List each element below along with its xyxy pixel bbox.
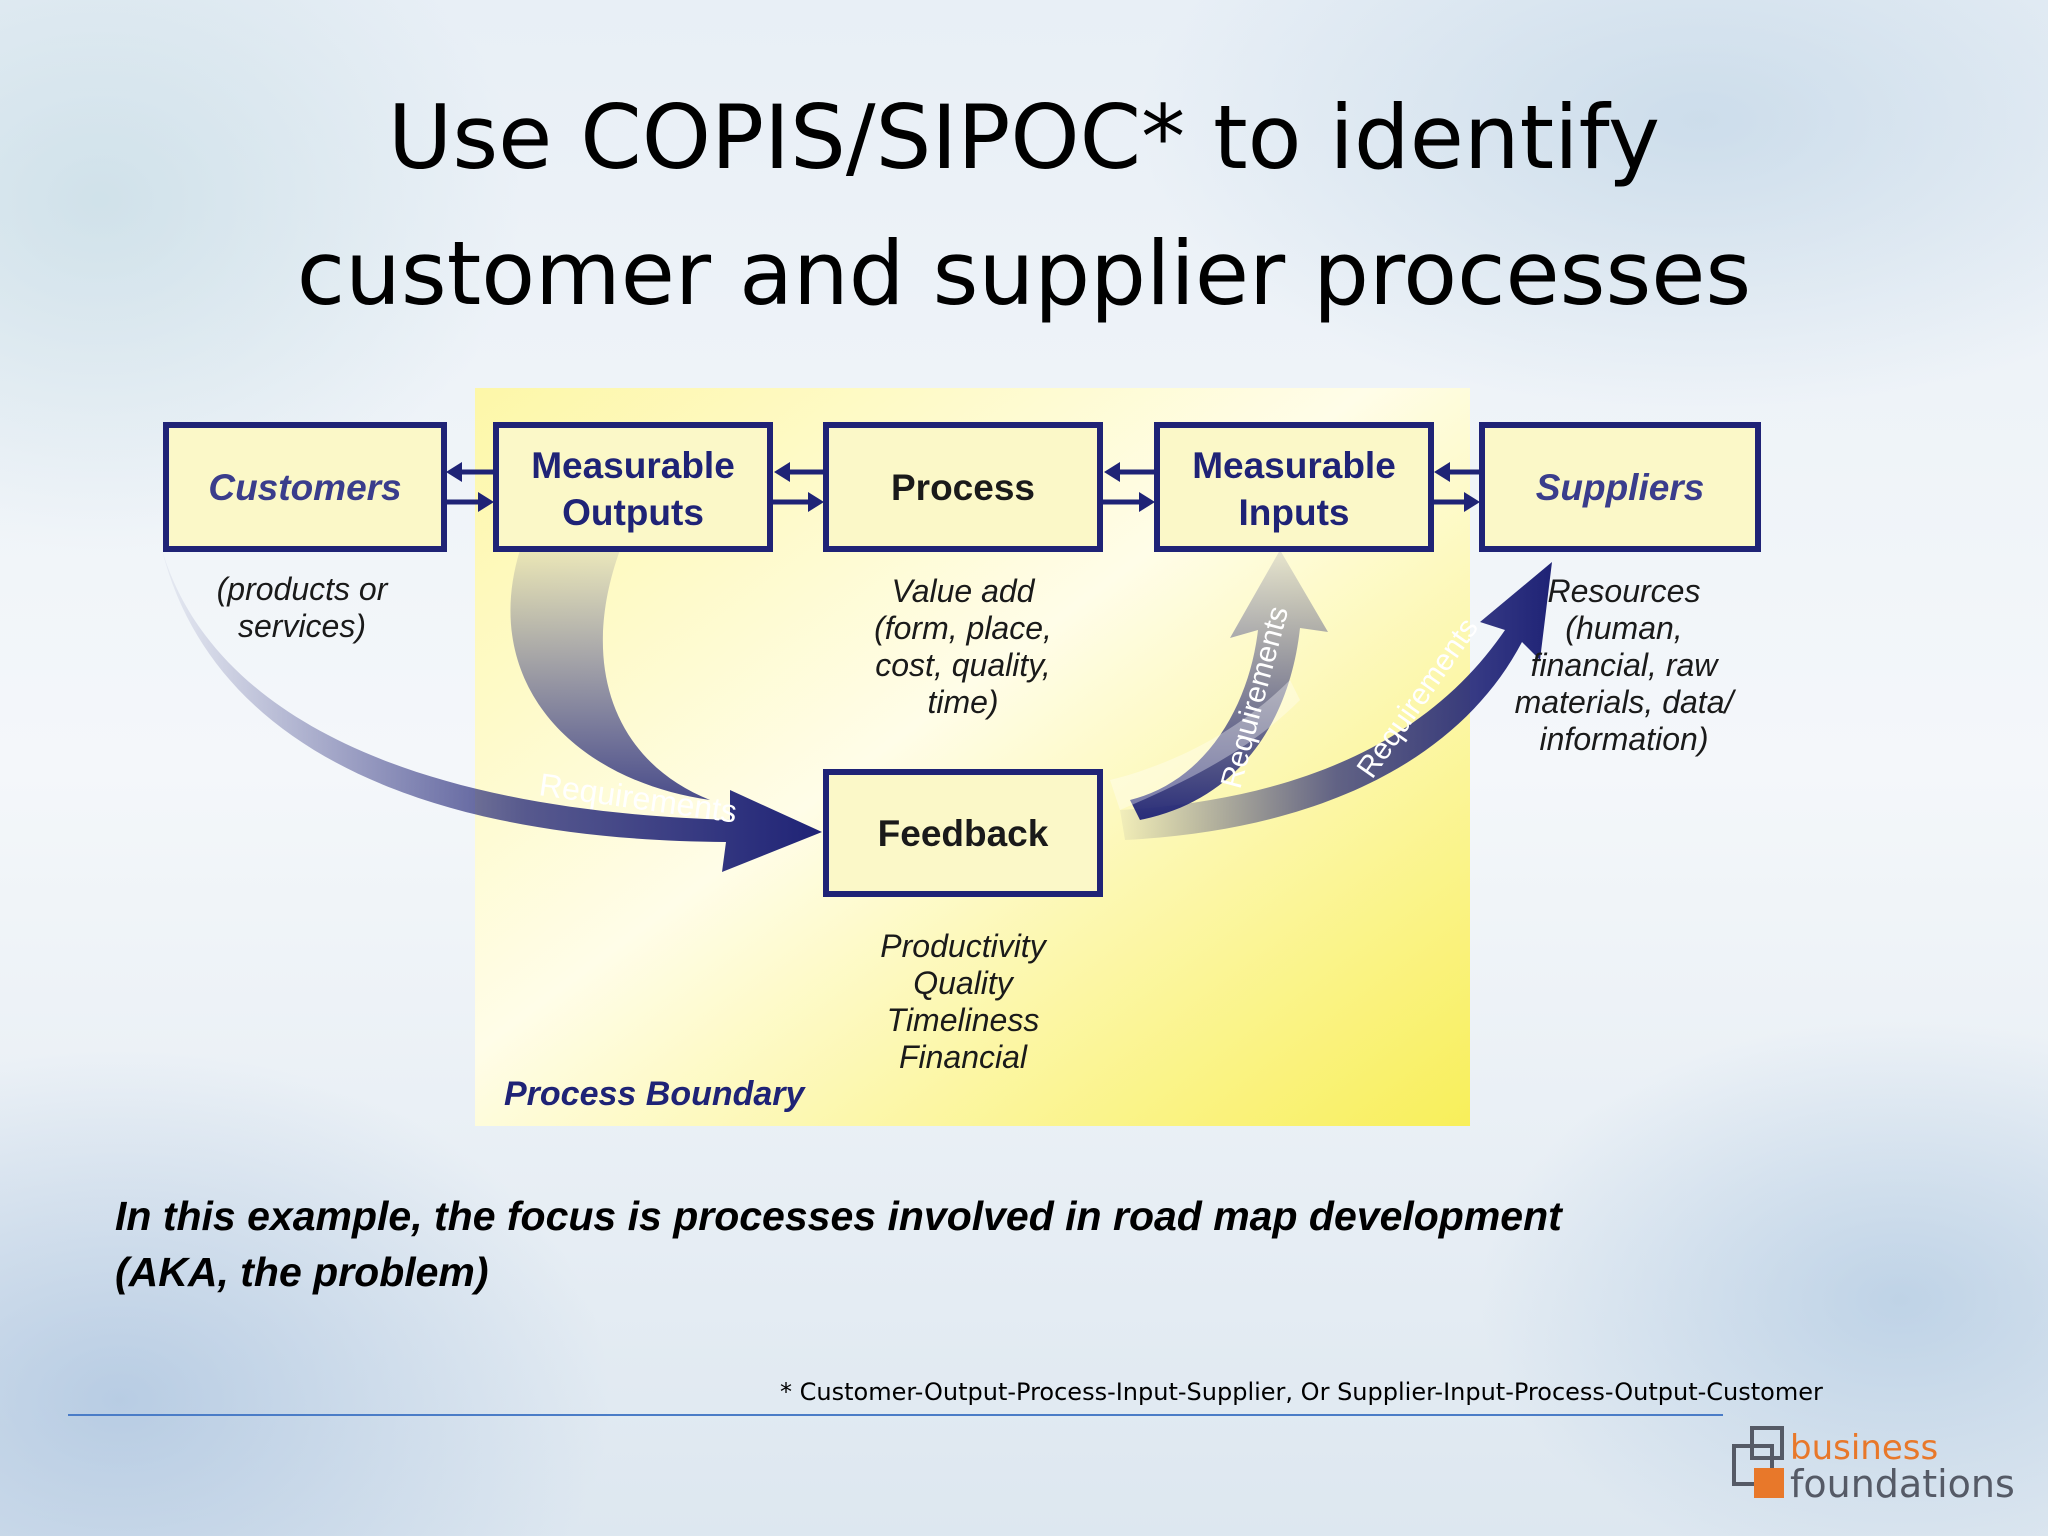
logo-squares-icon	[1732, 1426, 1784, 1498]
customers-note: (products or services)	[217, 571, 389, 644]
svg-text:(products or: (products or	[217, 571, 389, 607]
svg-text:cost, quality,: cost, quality,	[875, 647, 1050, 683]
suppliers-note: Resources (human, financial, raw materia…	[1515, 573, 1737, 757]
suppliers-box: Suppliers	[1479, 422, 1761, 552]
svg-text:time): time)	[927, 684, 998, 720]
arrow-pair-3	[1103, 462, 1155, 512]
requirements-arrow-suppliers	[1120, 562, 1552, 840]
sipoc-diagram: Process Boundary Requirements Requiremen…	[162, 388, 1761, 1126]
svg-text:services): services)	[238, 608, 366, 644]
svg-text:Resources: Resources	[1548, 573, 1701, 609]
requirements-arrow-inputs	[1130, 550, 1328, 820]
svg-text:(form, place,: (form, place,	[874, 610, 1052, 646]
svg-text:Financial: Financial	[899, 1039, 1028, 1075]
svg-text:Productivity: Productivity	[880, 928, 1047, 964]
slide-title: Use COPIS/SIPOC* to identify customer an…	[0, 70, 2048, 342]
requirements-arrow-left	[162, 550, 822, 872]
outputs-label-line2: Outputs	[562, 492, 704, 533]
footer-divider	[68, 1414, 1723, 1416]
caption-line-2: (AKA, the problem)	[115, 1249, 489, 1295]
business-foundations-logo: business foundations	[1728, 1420, 2028, 1520]
outputs-label-line1: Measurable	[531, 445, 735, 486]
svg-text:financial, raw: financial, raw	[1531, 647, 1720, 683]
inputs-label-line1: Measurable	[1192, 445, 1396, 486]
logo-text-bottom: foundations	[1790, 1462, 2015, 1506]
logo-text-top: business	[1790, 1428, 1939, 1468]
svg-text:materials, data/: materials, data/	[1515, 684, 1737, 720]
arrow-pair-4	[1434, 462, 1480, 512]
feedback-note: Productivity Quality Timeliness Financia…	[880, 928, 1047, 1075]
feedback-swoosh-left	[510, 550, 710, 800]
process-label: Process	[891, 467, 1035, 508]
svg-text:information): information)	[1540, 721, 1709, 757]
suppliers-label: Suppliers	[1536, 467, 1705, 508]
title-line-2: customer and supplier processes	[296, 222, 1752, 325]
feedback-label: Feedback	[878, 813, 1049, 854]
arrow-pair-1	[446, 462, 494, 512]
arrow-pair-2	[773, 462, 824, 512]
svg-text:(human,: (human,	[1565, 610, 1682, 646]
connector-arrows	[446, 462, 1480, 512]
process-note: Value add (form, place, cost, quality, t…	[874, 573, 1052, 720]
title-line-1: Use COPIS/SIPOC* to identify	[387, 86, 1661, 189]
customers-box: Customers	[163, 422, 447, 552]
process-boundary-label: Process Boundary	[504, 1075, 807, 1113]
customers-label: Customers	[208, 467, 401, 508]
caption: In this example, the focus is processes …	[115, 1188, 1815, 1300]
feedback-box: Feedback	[823, 769, 1103, 897]
inputs-label-line2: Inputs	[1239, 492, 1350, 533]
svg-text:Value add: Value add	[892, 573, 1036, 609]
measurable-inputs-box: Measurable Inputs	[1154, 422, 1434, 552]
svg-text:Quality: Quality	[913, 965, 1015, 1001]
feedback-swoosh-right	[1110, 680, 1300, 810]
caption-line-1: In this example, the focus is processes …	[115, 1193, 1562, 1239]
footnote: * Customer-Output-Process-Input-Supplier…	[780, 1378, 1823, 1406]
svg-text:Timeliness: Timeliness	[887, 1002, 1040, 1038]
process-box: Process	[823, 422, 1103, 552]
measurable-outputs-box: Measurable Outputs	[493, 422, 773, 552]
